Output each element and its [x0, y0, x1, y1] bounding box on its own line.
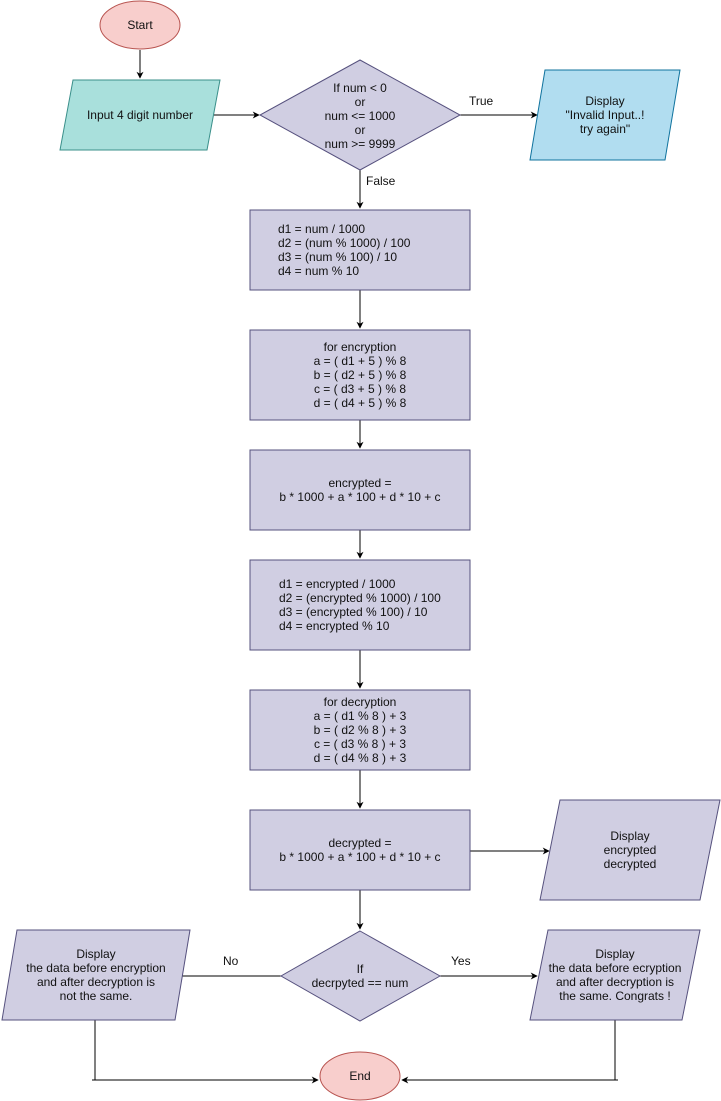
same-display-parallelogram	[529, 929, 701, 1021]
label-line: b = ( d2 % 8 ) + 3	[313, 723, 407, 737]
label-line: b * 1000 + a * 100 + d * 10 + c	[279, 490, 441, 504]
label-line: End	[349, 1069, 371, 1083]
invalid-display-parallelogram	[529, 69, 681, 161]
label-line: a = ( d1 + 5 ) % 8	[313, 354, 407, 368]
label-line: the same. Congrats !	[559, 989, 671, 1003]
label-line: the data before ecryption	[548, 961, 682, 975]
label-line: Display	[595, 947, 635, 961]
label-line: or	[354, 123, 366, 137]
label-line: try again"	[579, 122, 631, 136]
not-same-display-parallelogram	[1, 929, 191, 1021]
label-line: for encryption	[323, 340, 397, 354]
label-line: for decryption	[323, 695, 397, 709]
encrypt-process	[249, 329, 471, 421]
input-parallelogram	[59, 79, 221, 151]
encrypted-process	[249, 449, 471, 531]
label-line: d = ( d4 % 8 ) + 3	[313, 751, 407, 765]
label-line: a = ( d1 % 8 ) + 3	[313, 709, 407, 723]
label-line: d4 = num % 10	[278, 264, 360, 278]
label-line: decrypted	[603, 857, 657, 871]
label-line: d2 = (num % 1000) / 100	[278, 236, 411, 250]
edge-same-end	[401, 1020, 616, 1084]
edge-label-no: No	[223, 954, 239, 968]
label-line: d1 = num / 1000	[278, 222, 366, 236]
digits-process	[249, 209, 471, 291]
check-decision	[258, 59, 462, 171]
label-line: num >= 9999	[324, 137, 396, 151]
connectors	[92, 50, 618, 1084]
label-line: If num < 0	[333, 81, 387, 95]
label-line: num <= 1000	[324, 109, 396, 123]
label-line: d3 = (num % 100) / 10	[278, 250, 398, 264]
label-line: d1 = encrypted / 1000	[279, 577, 396, 591]
label-line: If	[356, 962, 364, 976]
end-label: End	[320, 1052, 400, 1100]
label-line: Input 4 digit number	[86, 108, 194, 122]
edge-label-true: True	[469, 94, 494, 108]
label-line: encrypted =	[328, 476, 392, 490]
display-encrypted-parallelogram	[539, 799, 721, 901]
decrypt-process	[249, 689, 471, 771]
label-line: decrpyted == num	[311, 976, 409, 990]
decrypted-label: decrypted =b * 1000 + a * 100 + d * 10 +…	[250, 810, 470, 890]
label-line: b = ( d2 + 5 ) % 8	[313, 368, 407, 382]
input-label: Input 4 digit number	[66, 80, 214, 150]
label-line: and after decryption is	[555, 975, 675, 989]
label-line: "Invalid Input..!	[565, 108, 645, 122]
edge-label-false: False	[366, 174, 396, 188]
label-line: Start	[127, 18, 153, 32]
invalid-display-label: Display"Invalid Input..!try again"	[540, 70, 670, 160]
end-terminal	[319, 1051, 401, 1101]
start-terminal	[99, 0, 181, 50]
label-line: d2 = (encrypted % 1000) / 100	[279, 591, 441, 605]
label-line: d = ( d4 + 5 ) % 8	[313, 396, 407, 410]
label-line: or	[354, 95, 366, 109]
label-line: and after decryption is	[36, 975, 156, 989]
decrypted-process	[249, 809, 471, 891]
label-line: b * 1000 + a * 100 + d * 10 + c	[279, 850, 441, 864]
label-line: not the same.	[59, 989, 133, 1003]
label-line: c = ( d3 % 8 ) + 3	[313, 737, 407, 751]
encrypted-label: encrypted =b * 1000 + a * 100 + d * 10 +…	[250, 450, 470, 530]
compare-decision	[279, 930, 442, 1022]
label-line: Display	[610, 829, 650, 843]
edge-notsame-end	[94, 1020, 319, 1084]
label-line: encrypted	[603, 843, 657, 857]
label-line: d4 = encrypted % 10	[279, 619, 390, 633]
label-line: the data before encryption	[26, 961, 166, 975]
label-line: Display	[76, 947, 116, 961]
label-line: Display	[585, 94, 625, 108]
start-label: Start	[100, 1, 180, 49]
edge-label-yes: Yes	[451, 954, 471, 968]
label-line: d3 = (encrypted % 100) / 10	[279, 605, 428, 619]
label-line: c = ( d3 + 5 ) % 8	[313, 382, 407, 396]
label-line: decrypted =	[328, 836, 392, 850]
edigits-process	[249, 559, 471, 651]
